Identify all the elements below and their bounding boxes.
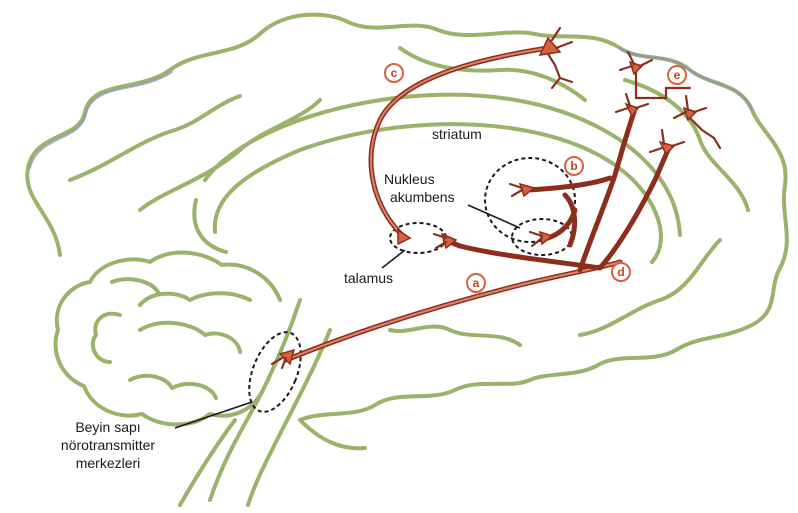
badge-d-text: d <box>617 265 624 279</box>
blue-tint-contour <box>30 72 172 168</box>
brainstem-leader-line <box>175 402 252 428</box>
badge-e-text: e <box>674 68 681 82</box>
badge-c-text: c <box>391 66 398 80</box>
neuron-accumbens-terminal <box>530 232 552 246</box>
brainstem <box>180 300 365 505</box>
neuron-dendrites <box>674 96 720 148</box>
text-labels: striatum Nukleus akumbens talamus Beyin … <box>61 126 482 471</box>
neuron-thalamus-c-terminal <box>398 230 410 244</box>
badge-b: b <box>565 157 583 175</box>
nucleus-accumbens-label-line1: Nukleus <box>384 171 435 187</box>
badge-e: e <box>668 66 686 84</box>
cerebellum-folia-4 <box>130 376 216 398</box>
pathway-b <box>580 112 634 270</box>
badge-a: a <box>467 274 485 292</box>
cerebellum-folia-1 <box>140 293 250 305</box>
nucleus-accumbens-label-line2: akumbens <box>390 189 455 205</box>
cerebellum-outline <box>56 253 280 425</box>
neurons <box>272 28 720 368</box>
brainstem-label-line1: Beyin sapı <box>75 419 140 435</box>
cortex-inner-fold-5 <box>580 240 720 335</box>
neuron-soma <box>626 104 638 116</box>
pathway-b-striatum-branch <box>528 178 610 190</box>
neuron-thalamus-a-terminal <box>434 234 456 248</box>
cerebellum-folia-3 <box>140 323 240 352</box>
neuron-soma <box>630 62 642 74</box>
badge-a-text: a <box>473 276 480 290</box>
brainstem-label-line3: merkezleri <box>76 455 141 471</box>
pathway-a-trunk-core <box>286 262 620 360</box>
thalamus-label: talamus <box>344 270 393 286</box>
badge-d: d <box>612 263 630 281</box>
cortex-inner-fold-6 <box>390 326 520 345</box>
leader-lines <box>175 205 520 428</box>
thalamus-leader-line <box>382 250 405 268</box>
cortex-inner-fold-3 <box>400 48 585 100</box>
neuron-cortex-d <box>650 130 684 154</box>
neuron-soma <box>398 230 410 244</box>
badge-c: c <box>385 64 403 82</box>
cerebellum-folia-5 <box>112 279 158 292</box>
neuron-cortex-e-2 <box>674 96 720 148</box>
cerebellum-folia-2 <box>93 314 120 362</box>
striatum-label: striatum <box>432 126 482 142</box>
pathway-a-trunk <box>286 262 620 360</box>
nucleus-leader-line <box>468 205 520 228</box>
pathway-a-to-thalamus <box>445 240 600 268</box>
neuron-striatum-terminal <box>510 184 534 196</box>
cerebellum <box>56 253 280 425</box>
corpus-callosum-arc <box>205 95 680 235</box>
brainstem-pons-curve <box>300 420 365 448</box>
brainstem-label-line2: nörotransmitter <box>61 437 155 453</box>
badge-b-text: b <box>570 159 577 173</box>
